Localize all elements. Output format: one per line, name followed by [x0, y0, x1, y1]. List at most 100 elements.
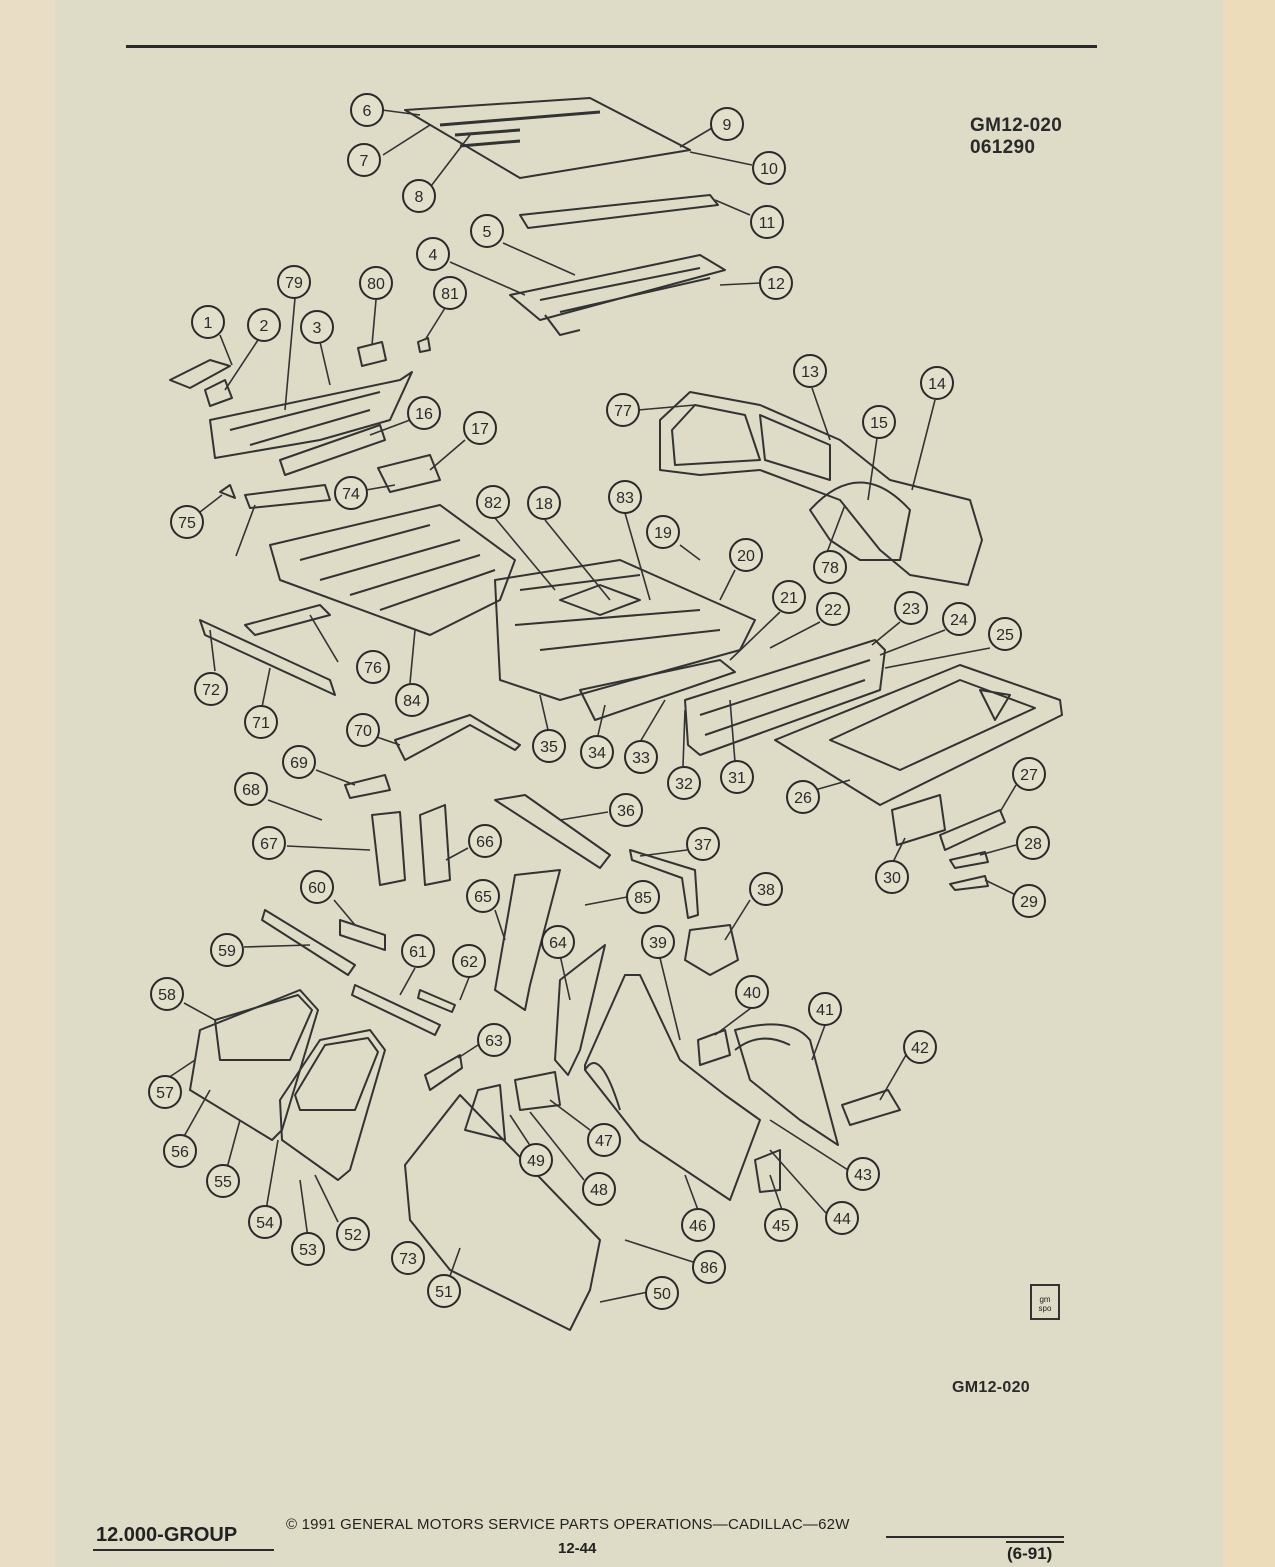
- callout-number: 52: [344, 1227, 362, 1244]
- callout-circle: [300, 310, 334, 344]
- callout-circle: [148, 1075, 182, 1109]
- callout-number: 47: [595, 1133, 613, 1150]
- bracket-74: [377, 454, 441, 493]
- callout-number: 58: [158, 987, 176, 1004]
- callout-number: 75: [178, 515, 196, 532]
- callout-42: 42: [903, 1030, 937, 1064]
- hinge-27: [939, 809, 1006, 851]
- rear-door-window: [294, 1037, 379, 1111]
- callout-circle: [942, 602, 976, 636]
- part-outlines: [169, 97, 1063, 1331]
- callout-number: 43: [854, 1167, 872, 1184]
- rail-59: [261, 909, 356, 976]
- top-rule: [126, 45, 1097, 48]
- callout-number: 57: [156, 1085, 174, 1102]
- callout-17: 17: [463, 411, 497, 445]
- callout-7: 7: [347, 143, 381, 177]
- callout-number: 24: [950, 612, 968, 629]
- callout-47: 47: [587, 1123, 621, 1157]
- callout-76: 76: [356, 650, 390, 684]
- callout-number: 31: [728, 770, 746, 787]
- callout-46: 46: [681, 1208, 715, 1242]
- callout-circle: [395, 683, 429, 717]
- footer-rule-date: [1006, 1541, 1064, 1543]
- bracket-69: [344, 774, 391, 799]
- bracket-80: [357, 341, 387, 367]
- callout-80: 80: [359, 266, 393, 300]
- rear-end-panel: [684, 639, 886, 756]
- callout-10: 10: [752, 151, 786, 185]
- rocker-34: [579, 659, 736, 721]
- callout-number: 48: [590, 1182, 608, 1199]
- deck-lid: [774, 664, 1063, 806]
- callout-number: 29: [1020, 894, 1038, 911]
- callout-number: 35: [540, 739, 558, 756]
- callout-74: 74: [334, 476, 368, 510]
- bracket-2: [204, 379, 233, 407]
- callout-number: 11: [759, 215, 776, 232]
- gm-spo-logo: gm spo: [1030, 1284, 1060, 1320]
- figure-code-block: GM12-020 061290: [970, 115, 1062, 159]
- callout-circle: [300, 870, 334, 904]
- callout-18: 18: [527, 486, 561, 520]
- callout-circle: [580, 735, 614, 769]
- callout-number: 61: [409, 944, 427, 961]
- wheelhouse-41-arch: [734, 1037, 791, 1051]
- callout-number: 64: [549, 935, 567, 952]
- callout-circle: [1016, 826, 1050, 860]
- callout-number: 49: [527, 1153, 545, 1170]
- callout-79: 79: [277, 265, 311, 299]
- callout-number: 16: [415, 406, 433, 423]
- callout-circle: [463, 411, 497, 445]
- callout-68: 68: [234, 772, 268, 806]
- callout-circle: [244, 705, 278, 739]
- callout-circle: [433, 276, 467, 310]
- callout-38: 38: [749, 872, 783, 906]
- rail-61: [351, 984, 441, 1036]
- leader-lines: [167, 109, 1017, 1303]
- callout-72: 72: [194, 672, 228, 706]
- callout-25: 25: [988, 617, 1022, 651]
- floor-pan-rear-detail: [514, 574, 721, 651]
- callout-37: 37: [686, 827, 720, 861]
- callout-circle: [519, 1143, 553, 1177]
- callout-circle: [206, 1164, 240, 1198]
- callout-number: 8: [415, 189, 424, 206]
- callout-number: 22: [824, 602, 842, 619]
- callout-circle: [759, 266, 793, 300]
- callout-circle: [692, 1250, 726, 1284]
- callout-67: 67: [252, 826, 286, 860]
- callout-circle: [903, 1030, 937, 1064]
- pillar-66: [419, 804, 451, 886]
- floor-pan-front: [269, 504, 516, 636]
- callout-16: 16: [407, 396, 441, 430]
- callout-number: 60: [308, 880, 326, 897]
- bar-70: [394, 714, 521, 761]
- callout-69: 69: [282, 745, 316, 779]
- body-side-door-opening: [671, 404, 831, 481]
- callout-11: 11: [750, 205, 784, 239]
- callout-number: 41: [816, 1002, 834, 1019]
- callout-32: 32: [667, 766, 701, 800]
- callout-86: 86: [692, 1250, 726, 1284]
- callout-circle: [470, 214, 504, 248]
- callout-number: 6: [363, 103, 372, 120]
- callout-61: 61: [401, 934, 435, 968]
- deck-lid-inner: [829, 679, 1036, 771]
- callout-5: 5: [470, 214, 504, 248]
- callout-number: 7: [360, 153, 369, 170]
- dash-panel: [209, 371, 413, 459]
- quarter-panel: [584, 974, 761, 1201]
- callout-number: 46: [689, 1218, 707, 1235]
- callout-34: 34: [580, 735, 614, 769]
- bracket-75: [219, 484, 236, 499]
- callout-57: 57: [148, 1075, 182, 1109]
- callout-circle: [277, 265, 311, 299]
- callout-circle: [359, 266, 393, 300]
- callout-1: 1: [191, 305, 225, 339]
- callout-75: 75: [170, 505, 204, 539]
- callout-circle: [686, 827, 720, 861]
- figure-bottom-code: GM12-020: [952, 1379, 1030, 1396]
- callout-circle: [476, 485, 510, 519]
